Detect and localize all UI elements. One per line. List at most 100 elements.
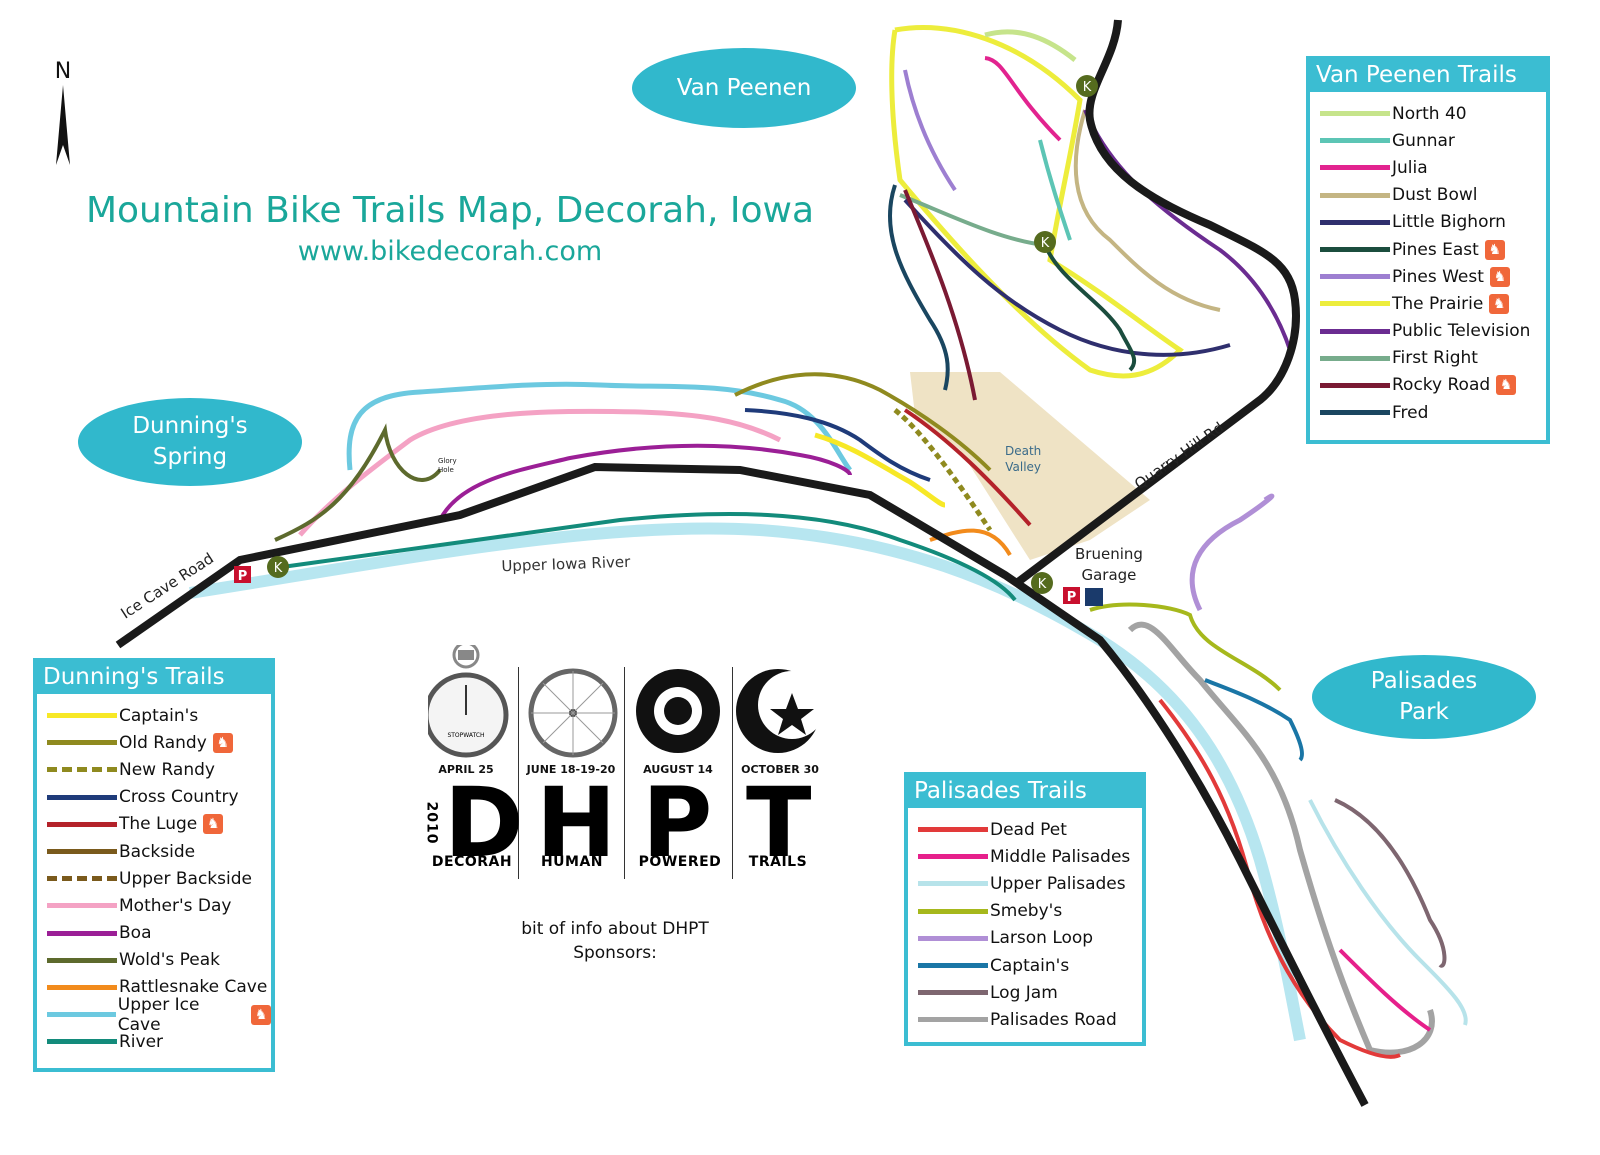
legend-item: Upper Backside <box>37 865 271 892</box>
legend-item-label: Log Jam <box>990 982 1058 1003</box>
legend-swatch <box>1320 138 1390 144</box>
legend-item: Pines West♞ <box>1310 263 1546 290</box>
svg-text:P: P <box>238 569 248 584</box>
legend-item-label: Gunnar <box>1392 130 1455 151</box>
legend-item-label: Boa <box>119 923 152 944</box>
legend-swatch <box>47 794 117 800</box>
road-quarry-hill <box>1015 19 1300 586</box>
legend-item-label: First Right <box>1392 348 1478 369</box>
svg-text:N: N <box>55 59 71 84</box>
svg-text:P: P <box>1067 590 1077 605</box>
legend-item-label: Pines West <box>1392 266 1484 287</box>
legend-item: Larson Loop <box>908 925 1142 952</box>
legend-item-label: Dust Bowl <box>1392 185 1478 206</box>
legend-item-label: Palisades Road <box>990 1009 1117 1030</box>
stopwatch-icon: STOPWATCH <box>428 645 509 758</box>
legend-item: Backside <box>37 838 271 865</box>
legend-item-label: Upper Palisades <box>990 873 1126 894</box>
area-dunnings-spring: Dunning's Spring <box>78 398 302 486</box>
legend-item: North 40 <box>1310 100 1546 127</box>
trail-larson-loop <box>1189 493 1275 612</box>
legend-item: Upper Palisades <box>908 870 1142 897</box>
legend-swatch <box>918 908 988 914</box>
horse-icon: ♞ <box>203 814 224 835</box>
legend-swatch <box>1320 219 1390 225</box>
legend-item: River <box>37 1028 271 1055</box>
legend-item: Rattlesnake Cave <box>37 974 271 1001</box>
legend-item: Cross Country <box>37 784 271 811</box>
sun-icon <box>636 669 720 753</box>
legend-swatch <box>47 849 117 855</box>
legend-item: The Prairie♞ <box>1310 290 1546 317</box>
legend-swatch <box>47 984 117 990</box>
legend-swatch <box>1320 355 1390 361</box>
legend-swatch <box>47 713 117 719</box>
label-quarry-hill-rd: Quarry Hill Rd <box>1131 418 1227 493</box>
trail-public-television <box>1083 109 1292 351</box>
map-url[interactable]: www.bikedecorah.com <box>297 236 603 267</box>
legend-swatch <box>918 881 988 887</box>
trail-old-randy <box>734 372 992 472</box>
trail-upper-ice-cave <box>346 381 853 472</box>
svg-text:K: K <box>1038 577 1047 592</box>
legend-item: Boa <box>37 920 271 947</box>
legend-item: Dust Bowl <box>1310 182 1546 209</box>
legend-item: Little Bighorn <box>1310 209 1546 236</box>
trail-captains-palisades <box>1204 678 1304 762</box>
dhpt-word: DECORAH <box>431 854 513 870</box>
bicycle-wheel-icon <box>528 668 618 758</box>
area-van-peenen: Van Peenen <box>632 48 856 128</box>
trail-boa <box>438 443 852 521</box>
horse-icon: ♞ <box>1489 293 1510 314</box>
legend-swatch <box>918 1017 988 1023</box>
legend-item: Rocky Road♞ <box>1310 372 1546 399</box>
trail-middle-palisades <box>1338 948 1432 1032</box>
legend-item: Pines East♞ <box>1310 236 1546 263</box>
label-bruening-garage: Bruening Garage <box>1075 545 1143 584</box>
legend-item-label: Little Bighorn <box>1392 212 1506 233</box>
legend-item-label: Rocky Road <box>1392 375 1491 396</box>
legend-title: Dunning's Trails <box>37 662 271 694</box>
legend-item-label: Wold's Peak <box>119 950 221 971</box>
legend-item: Captain's <box>37 702 271 729</box>
trail-dust-bowl <box>1073 109 1221 312</box>
legend-swatch <box>918 963 988 969</box>
legend-item-label: Fred <box>1392 402 1429 423</box>
legend-item-label: Cross Country <box>119 787 239 808</box>
dhpt-word: HUMAN <box>540 854 604 870</box>
dhpt-date: AUGUST 14 <box>643 763 713 776</box>
trail-dead-pet <box>1158 698 1401 1059</box>
label-glory-hole: Glory Hole <box>438 457 457 474</box>
legend-item: First Right <box>1310 345 1546 372</box>
legend-item-label: Upper Ice Cave <box>117 994 200 1035</box>
dhpt-letter: H <box>536 767 617 879</box>
legend-item-label: The Luge <box>119 814 198 835</box>
kiosk-marker: K <box>1034 231 1056 253</box>
legend-item-label: River <box>119 1031 164 1052</box>
trail-captains-dunning <box>814 432 946 508</box>
horse-icon: ♞ <box>212 732 233 753</box>
legend-item-label: Mother's Day <box>119 895 232 916</box>
legend-item-label: New Randy <box>119 759 215 780</box>
legend-swatch <box>1320 111 1390 117</box>
kiosk-marker: K <box>1031 572 1053 594</box>
legend-item: Julia <box>1310 154 1546 181</box>
trail-pines-west <box>903 69 957 192</box>
legend-swatch <box>1320 192 1390 198</box>
legend-swatch <box>47 903 117 909</box>
dhpt-letter: T <box>746 767 812 879</box>
legend-item-label: Backside <box>119 841 196 862</box>
legend-swatch <box>918 990 988 996</box>
dhpt-word: TRAILS <box>748 854 808 870</box>
legend-swatch <box>47 740 117 746</box>
svg-text:K: K <box>1041 236 1050 251</box>
trail-wolds-peak <box>274 423 442 542</box>
legend-item: Fred <box>1310 399 1546 426</box>
trail-gunnar <box>1038 139 1072 241</box>
legend-item: Public Television <box>1310 318 1546 345</box>
